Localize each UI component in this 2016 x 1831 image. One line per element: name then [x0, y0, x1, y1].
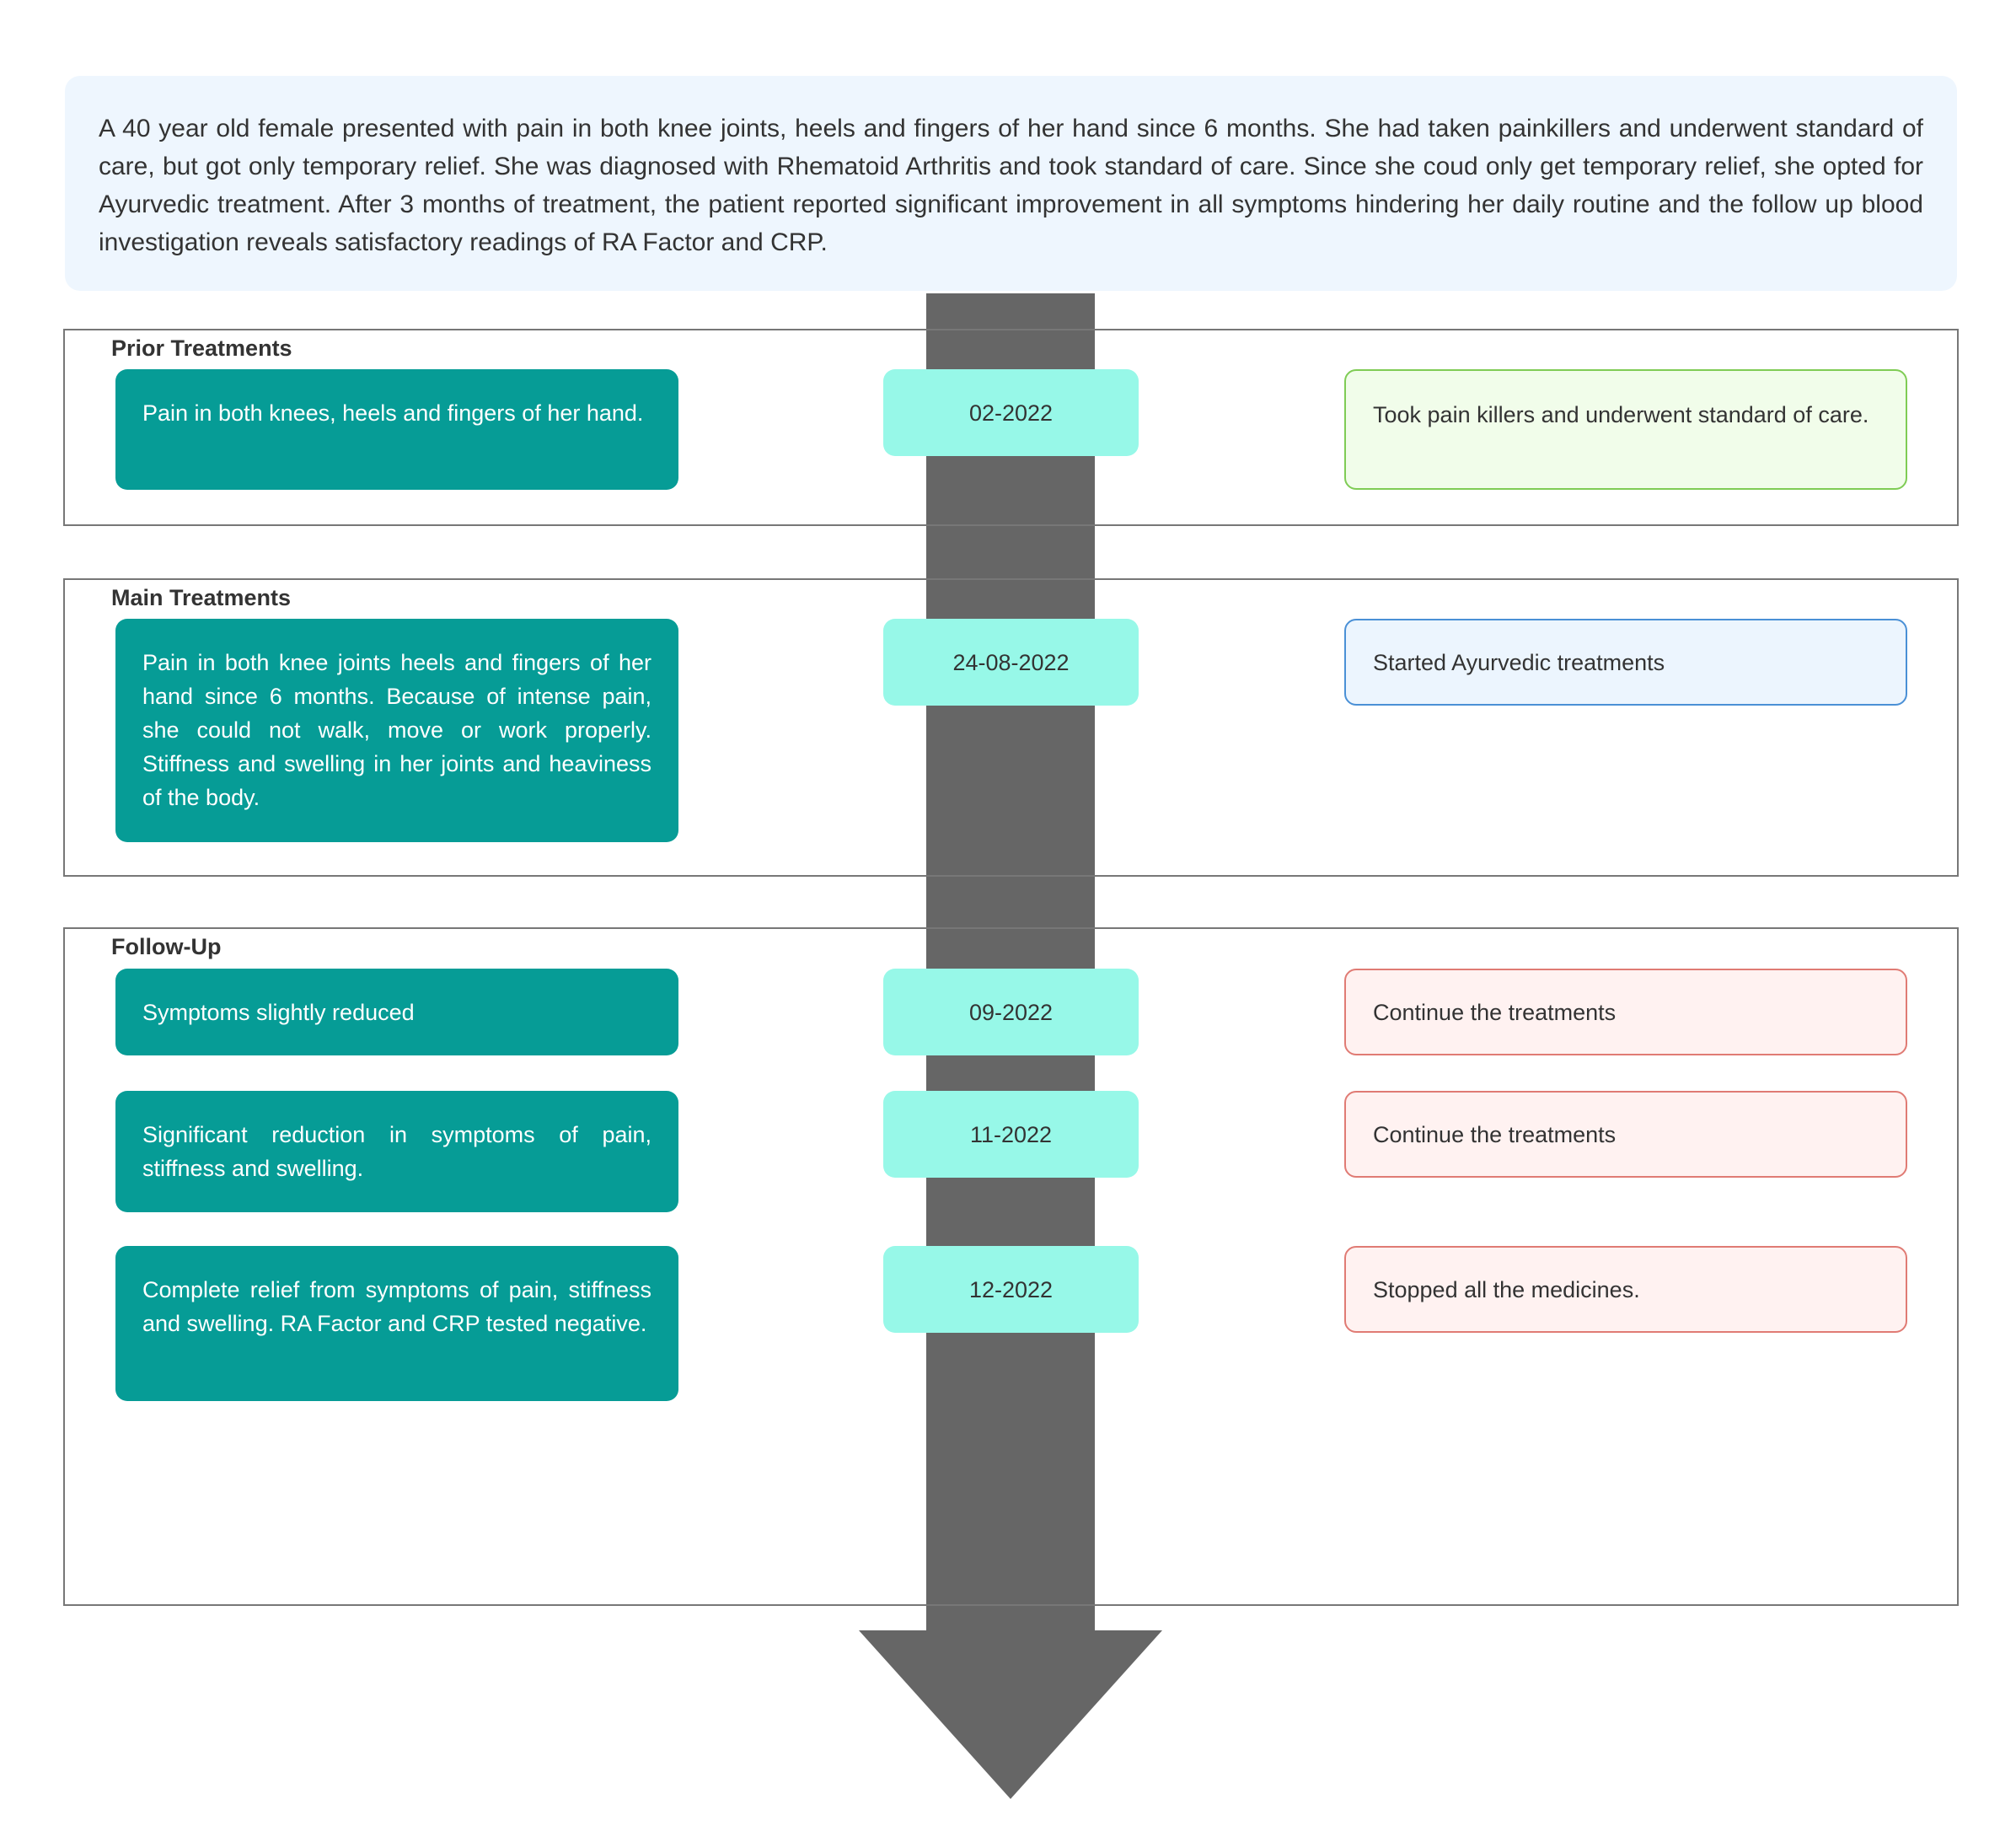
case-summary: A 40 year old female presented with pain…	[65, 76, 1957, 291]
section-title: Follow-Up	[111, 934, 222, 959]
section-follow-up: Follow-Up	[63, 927, 1959, 1606]
symptom-box: Symptoms slightly reduced	[115, 969, 678, 1055]
action-box: Started Ayurvedic treatments	[1344, 619, 1907, 706]
symptom-box: Pain in both knee joints heels and finge…	[115, 619, 678, 842]
date-box: 09-2022	[883, 969, 1139, 1055]
symptom-box: Significant reduction in symptoms of pai…	[115, 1091, 678, 1212]
timeline-arrow-shaft	[926, 293, 1095, 1630]
symptom-box: Complete relief from symptoms of pain, s…	[115, 1246, 678, 1401]
action-box: Took pain killers and underwent standard…	[1344, 369, 1907, 490]
section-title: Prior Treatments	[111, 336, 292, 361]
date-box: 11-2022	[883, 1091, 1139, 1178]
action-box: Stopped all the medicines.	[1344, 1246, 1907, 1333]
section-prior-treatments: Prior Treatments	[63, 329, 1959, 526]
action-box: Continue the treatments	[1344, 1091, 1907, 1178]
date-box: 12-2022	[883, 1246, 1139, 1333]
section-main-treatments: Main Treatments	[63, 578, 1959, 877]
section-title: Main Treatments	[111, 585, 292, 610]
timeline-arrow-head	[859, 1630, 1162, 1799]
symptom-box: Pain in both knees, heels and fingers of…	[115, 369, 678, 490]
action-box: Continue the treatments	[1344, 969, 1907, 1055]
date-box: 24-08-2022	[883, 619, 1139, 706]
date-box: 02-2022	[883, 369, 1139, 456]
